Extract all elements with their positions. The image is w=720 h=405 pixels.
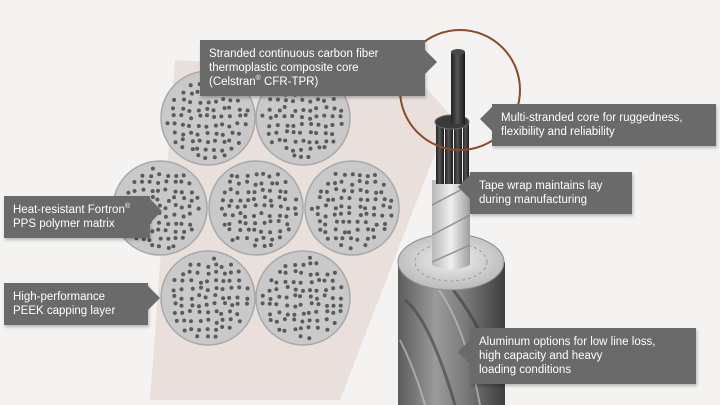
callout-pps-matrix-line2: PPS polymer matrix bbox=[13, 218, 115, 230]
callout-aluminum-line1: Aluminum options for low line loss, bbox=[479, 336, 656, 348]
callout-pps-matrix: Heat-resistant Fortron® PPS polymer matr… bbox=[4, 196, 162, 238]
callout-arrow bbox=[150, 199, 162, 223]
callout-pps-matrix-line1: Heat-resistant Fortron® bbox=[13, 203, 131, 216]
callout-carbon-core-line3: (Celstran® CFR-TPR) bbox=[209, 75, 319, 88]
core-strand-4 bbox=[463, 124, 469, 184]
callout-aluminum: Aluminum options for low line loss, high… bbox=[458, 328, 696, 384]
callout-arrow bbox=[480, 107, 492, 131]
central-rod bbox=[451, 52, 465, 124]
core-strand-2 bbox=[445, 118, 453, 184]
callout-arrow bbox=[148, 286, 160, 310]
callout-peek-layer-line1: High-performance bbox=[13, 291, 106, 303]
fiber-dots-5 bbox=[309, 171, 394, 251]
callout-carbon-core-line1: Stranded continuous carbon fiber bbox=[209, 48, 379, 60]
fiber-dots-7 bbox=[260, 255, 344, 341]
callout-multi-strand: Multi-stranded core for ruggedness, flex… bbox=[480, 104, 716, 146]
aluminum-helix-4 bbox=[399, 339, 426, 405]
central-rod-tip bbox=[451, 49, 465, 55]
callout-multi-strand-line1: Multi-stranded core for ruggedness, bbox=[501, 112, 683, 124]
callout-peek-layer: High-performance PEEK capping layer bbox=[4, 283, 160, 325]
callout-arrow bbox=[425, 50, 437, 74]
core-strand-1 bbox=[436, 122, 444, 184]
fiber-dots-6 bbox=[171, 256, 250, 339]
callout-arrow bbox=[458, 175, 470, 199]
callout-tape-wrap-line1: Tape wrap maintains lay bbox=[479, 180, 603, 192]
callout-multi-strand-line2: flexibility and reliability bbox=[501, 126, 615, 138]
callout-peek-layer-line2: PEEK capping layer bbox=[13, 305, 116, 317]
callout-aluminum-line2: high capacity and heavy bbox=[479, 350, 603, 362]
aluminum-helix-1 bbox=[404, 298, 457, 405]
callout-aluminum-line3: loading conditions bbox=[479, 364, 572, 376]
core-strand-3 bbox=[454, 120, 462, 184]
callout-tape-wrap: Tape wrap maintains lay during manufactu… bbox=[458, 172, 632, 214]
callout-carbon-core-line2: thermoplastic composite core bbox=[209, 62, 359, 74]
callout-arrow bbox=[458, 340, 470, 364]
callout-tape-wrap-line2: during manufacturing bbox=[479, 194, 588, 206]
callout-carbon-core: Stranded continuous carbon fiber thermop… bbox=[200, 40, 437, 96]
fiber-dots-4 bbox=[219, 171, 299, 248]
